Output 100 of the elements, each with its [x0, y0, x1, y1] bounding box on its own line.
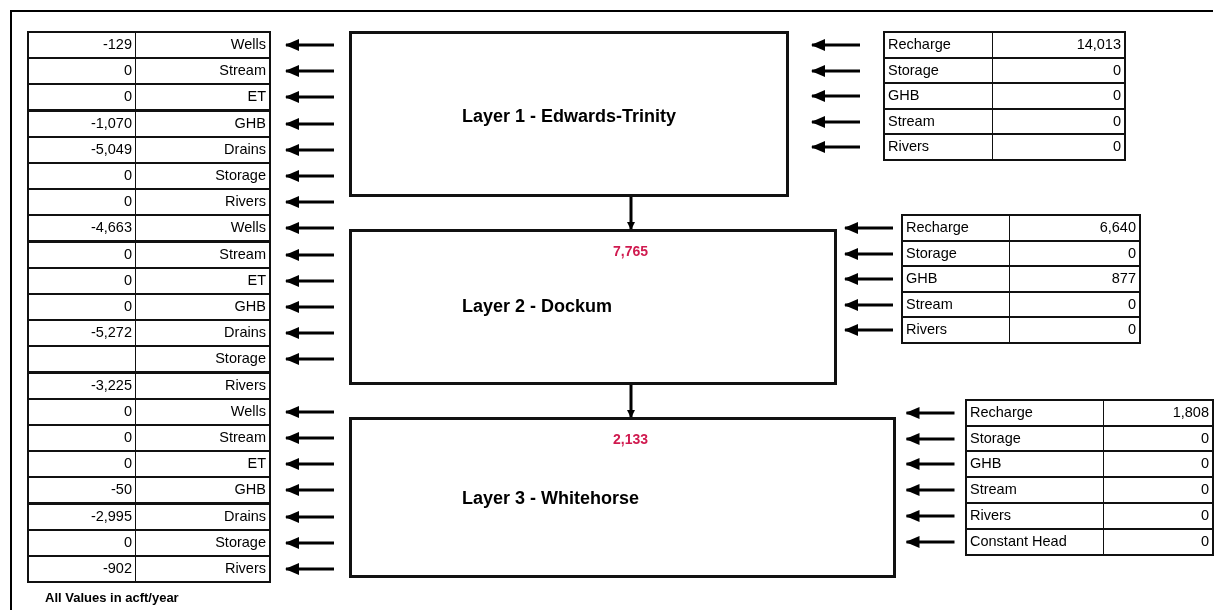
- value-text: 0: [1199, 480, 1210, 499]
- arrow: [844, 222, 893, 234]
- arrow: [905, 433, 955, 445]
- term-text: Wells: [229, 35, 267, 54]
- arrow: [285, 563, 334, 575]
- term-text: GHB: [233, 114, 267, 133]
- table-row: [27, 57, 271, 85]
- value-text: -50: [29, 478, 136, 502]
- table-row: [27, 214, 271, 242]
- value-text: 0: [29, 85, 136, 109]
- edge-label: 7,765: [611, 243, 651, 259]
- table-row: [27, 398, 271, 426]
- arrow: [285, 327, 334, 339]
- arrow: [285, 484, 334, 496]
- value-text: 0: [1199, 429, 1210, 448]
- term-text: Rivers: [903, 318, 1010, 342]
- layer-title: Layer 1 - Edwards-Trinity: [462, 106, 677, 127]
- term-text: Storage: [214, 349, 267, 368]
- table-row: [901, 240, 1141, 268]
- table-row: [27, 503, 271, 531]
- layer-box: [349, 417, 896, 578]
- arrow: [844, 324, 893, 336]
- arrow: [285, 91, 334, 103]
- table-row: [965, 425, 1214, 453]
- table-row: [965, 528, 1214, 556]
- table-row: [901, 214, 1141, 242]
- term-text: Rivers: [223, 376, 267, 395]
- arrow: [811, 65, 860, 77]
- term-text: Drains: [223, 140, 267, 159]
- value-text: -902: [29, 557, 136, 581]
- table-row: [27, 241, 271, 269]
- term-text: Storage: [214, 533, 267, 552]
- table-row: [27, 450, 271, 478]
- value-text: 0: [1126, 295, 1137, 314]
- term-text: Wells: [229, 402, 267, 421]
- arrow: [844, 248, 893, 260]
- arrow: [905, 484, 955, 496]
- term-text: Stream: [218, 61, 267, 80]
- table-row: [27, 110, 271, 138]
- arrow: [285, 458, 334, 470]
- arrow: [285, 353, 334, 365]
- term-text: Storage: [214, 166, 267, 185]
- arrow: [811, 90, 860, 102]
- table-row: [883, 31, 1126, 59]
- table-row: [965, 450, 1214, 478]
- value-text: 877: [1110, 269, 1137, 288]
- table-row: [27, 555, 271, 583]
- value-text: 0: [1111, 112, 1122, 131]
- table-row: [27, 529, 271, 557]
- value-text: 0: [1111, 61, 1122, 80]
- arrow: [285, 301, 334, 313]
- arrow: [285, 170, 334, 182]
- arrow: [627, 385, 635, 418]
- table-row: [27, 188, 271, 216]
- table-row: [27, 31, 271, 59]
- arrow: [905, 510, 955, 522]
- value-text: 14,013: [1075, 35, 1122, 54]
- table-row: [27, 83, 271, 111]
- edge-label: 2,133: [611, 431, 651, 447]
- table-row: [27, 319, 271, 347]
- arrow: [285, 511, 334, 523]
- table-row: [883, 82, 1126, 110]
- value-text: 0: [1199, 506, 1210, 525]
- table-row: [883, 57, 1126, 85]
- table-row: [901, 291, 1141, 319]
- arrow: [811, 116, 860, 128]
- layer-box: [349, 31, 789, 197]
- term-text: ET: [246, 87, 267, 106]
- value-text: 0: [1126, 244, 1137, 263]
- arrow: [844, 273, 893, 285]
- value-text: 0: [1111, 86, 1122, 105]
- table-row: [27, 162, 271, 190]
- value-text: 0: [1126, 320, 1137, 339]
- table-row: [901, 265, 1141, 293]
- arrow: [905, 458, 955, 470]
- term-text: Drains: [223, 323, 267, 342]
- table-row: [901, 316, 1141, 344]
- table-row: [965, 399, 1214, 427]
- table-row: [27, 293, 271, 321]
- table-row: [27, 267, 271, 295]
- layer-title: Layer 2 - Dockum: [462, 296, 613, 317]
- arrow: [285, 275, 334, 287]
- table-row: [27, 372, 271, 400]
- arrow: [285, 196, 334, 208]
- arrow: [627, 197, 635, 230]
- arrow: [285, 222, 334, 234]
- term-text: GHB: [233, 297, 267, 316]
- term-text: Stream: [218, 245, 267, 264]
- table-row: [27, 424, 271, 452]
- term-text: ET: [246, 271, 267, 290]
- term-text: ET: [246, 454, 267, 473]
- term-text: Rivers: [885, 135, 993, 159]
- table-row: [27, 136, 271, 164]
- arrow: [844, 299, 893, 311]
- term-text: Rivers: [223, 192, 267, 211]
- arrow: [285, 406, 334, 418]
- term-text: Drains: [223, 507, 267, 526]
- table-row: [27, 476, 271, 504]
- arrow: [905, 407, 955, 419]
- value-text: 0: [1199, 454, 1210, 473]
